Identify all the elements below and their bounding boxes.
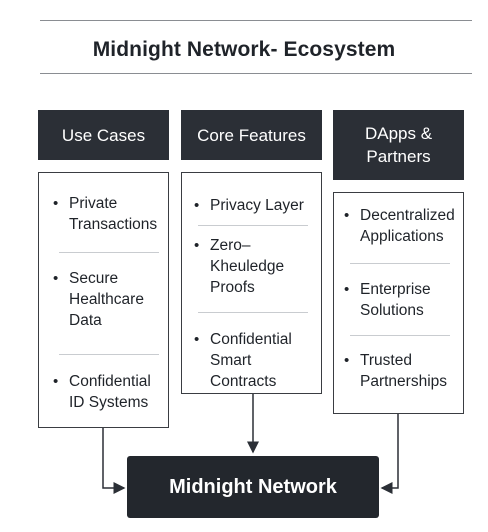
separator <box>59 252 159 253</box>
list-item: • Decentralized Applications <box>334 205 465 247</box>
title-underline <box>40 73 472 74</box>
item-label: Confidential Smart Contracts <box>210 331 292 390</box>
midnight-network-box: Midnight Network <box>127 456 379 518</box>
separator <box>198 225 308 226</box>
column-use-cases: • Private Transactions • Secure Healthca… <box>38 172 169 428</box>
item-label: Secure Healthcare Data <box>69 270 144 329</box>
separator <box>350 263 450 264</box>
item-label: Zero– Kheuledge Proofs <box>210 237 285 296</box>
list-item: • Confidential Smart Contracts <box>182 329 320 392</box>
item-label: Enterprise Solutions <box>360 281 431 319</box>
bullet: • <box>194 331 200 348</box>
bullet: • <box>344 207 350 224</box>
separator <box>59 354 159 355</box>
diagram-title: Midnight Network- Ecosystem <box>92 38 396 61</box>
separator <box>350 335 450 336</box>
list-item: • Confidential ID Systems <box>39 371 167 413</box>
list-item: • Private Transactions <box>39 193 167 235</box>
item-label: Confidential ID Systems <box>69 373 151 411</box>
arrow-right <box>380 414 399 494</box>
header-dapps-partners: DApps & Partners <box>333 110 464 180</box>
list-item: • Enterprise Solutions <box>334 279 465 321</box>
top-rule <box>40 20 472 21</box>
header-core-features: Core Features <box>181 110 322 160</box>
header-core-features-label: Core Features <box>197 125 306 145</box>
bullet: • <box>53 373 59 390</box>
header-use-cases: Use Cases <box>38 110 169 160</box>
item-label: Decentralized Applications <box>360 207 455 245</box>
header-use-cases-label: Use Cases <box>61 125 146 145</box>
list-item: • Trusted Partnerships <box>334 350 465 392</box>
list-item: • Privacy Layer <box>182 195 320 216</box>
column-dapps-partners: • Decentralized Applications • Enterpris… <box>333 192 464 414</box>
arrow-left <box>102 428 126 494</box>
item-label: Trusted Partnerships <box>360 352 448 390</box>
item-label: Privacy Layer <box>210 197 304 214</box>
bullet: • <box>194 197 200 214</box>
header-dapps-partners-label: DApps & Partners <box>364 124 433 166</box>
column-core-features: • Privacy Layer • Zero– Kheuledge Proofs… <box>181 172 322 394</box>
bullet: • <box>53 195 59 212</box>
bullet: • <box>344 352 350 369</box>
item-label: Private Transactions <box>69 195 158 233</box>
list-item: • Zero– Kheuledge Proofs <box>182 235 294 298</box>
bullet: • <box>194 237 200 254</box>
bullet: • <box>53 270 59 287</box>
bullet: • <box>344 281 350 298</box>
list-item: • Secure Healthcare Data <box>39 268 167 331</box>
bottom-label: Midnight Network <box>169 475 337 498</box>
separator <box>198 312 308 313</box>
